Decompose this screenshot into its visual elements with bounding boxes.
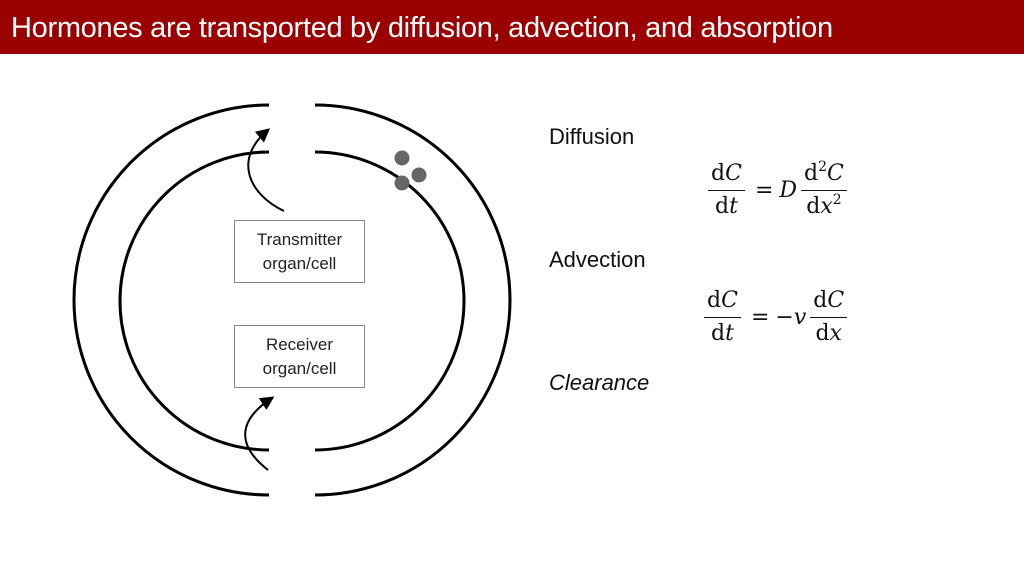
hormone-particle xyxy=(411,167,427,183)
secretion-arrow xyxy=(247,128,285,212)
transmitter-label-line1: Transmitter xyxy=(256,229,343,249)
inner-ring-left xyxy=(118,150,270,452)
diffusion-coefficient: D xyxy=(779,178,798,203)
hormone-particle xyxy=(394,175,410,191)
diffusion-lhs-fraction: dC dt xyxy=(708,160,745,221)
diffusion-equation: dC dt = D d2C dx2 xyxy=(704,160,851,221)
receiver-box: Receiver organ/cell xyxy=(234,325,365,388)
uptake-arrow xyxy=(244,396,275,471)
transmitter-box: Transmitter organ/cell xyxy=(234,220,365,283)
title-bar: Hormones are transported by diffusion, a… xyxy=(0,0,1024,54)
advection-sign: − xyxy=(775,305,794,330)
receiver-label-line2: organ/cell xyxy=(262,358,337,378)
outer-ring-right xyxy=(314,103,512,497)
inner-ring-right xyxy=(314,150,466,452)
advection-rhs-fraction: dC dx xyxy=(810,287,848,348)
diffusion-label: Diffusion xyxy=(549,124,635,149)
receiver-label-line1: Receiver xyxy=(265,334,334,354)
diffusion-equals: = xyxy=(754,178,774,203)
advection-equals: = xyxy=(750,305,770,330)
diffusion-rhs-fraction: d2C dx2 xyxy=(801,160,847,221)
advection-lhs-fraction: dC dt xyxy=(704,287,741,348)
slide-title: Hormones are transported by diffusion, a… xyxy=(11,12,833,44)
outer-ring-left xyxy=(72,103,270,497)
advection-label: Advection xyxy=(549,247,646,272)
circulation-diagram xyxy=(72,103,512,497)
advection-equation: dC dt = −v dC dx xyxy=(700,287,851,348)
hormone-particle xyxy=(394,150,410,166)
clearance-label: Clearance xyxy=(549,370,650,395)
transmitter-label-line2: organ/cell xyxy=(262,253,337,273)
advection-velocity: v xyxy=(793,305,807,330)
